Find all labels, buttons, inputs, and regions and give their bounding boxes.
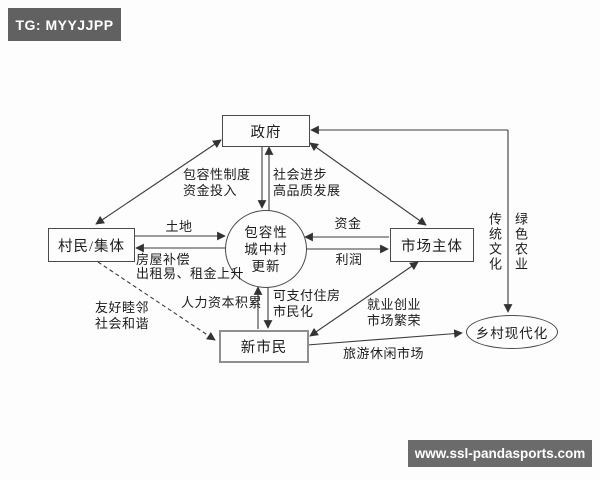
node-market: 市场主体 xyxy=(390,228,474,262)
edge-newcitizens-to-rural-tourism xyxy=(306,329,463,346)
watermark-url-banner: www.ssl-pandasports.com xyxy=(408,440,592,467)
label-housing-compensation: 房屋补偿 xyxy=(136,252,191,267)
label-affordable-housing: 可支付住房 市民化 xyxy=(273,288,341,319)
label-profit: 利润 xyxy=(335,252,363,267)
label-green-agriculture: 绿色农业 xyxy=(513,212,528,272)
edge-villagers-to-newcitizens-dashed xyxy=(97,261,216,341)
label-tourism: 旅游休闲市场 xyxy=(343,346,425,361)
edge-government-market xyxy=(309,142,427,226)
node-villagers: 村民/集体 xyxy=(48,228,135,262)
label-human-capital: 人力资本积累 xyxy=(181,295,263,310)
edge-villagers-government xyxy=(95,139,222,225)
label-traditional-culture: 传统文化 xyxy=(487,212,502,272)
label-funds: 资金 xyxy=(334,216,362,231)
label-easy-rent: 出租易、租金上升 xyxy=(136,266,245,281)
node-center-inclusive-renewal: 包容性 城中村 更新 xyxy=(225,210,307,288)
label-land: 土地 xyxy=(165,219,193,234)
node-rural-modernization: 乡村现代化 xyxy=(466,315,558,349)
node-new-citizens: 新市民 xyxy=(219,330,309,363)
watermark-badge: TG: MYYJJPP xyxy=(8,8,121,41)
node-government: 政府 xyxy=(222,115,310,147)
label-inclusive-system: 包容性制度 资金投入 xyxy=(183,167,251,198)
edge-newcitizens-market xyxy=(309,261,419,337)
label-employment: 就业创业 市场繁荣 xyxy=(367,297,422,328)
label-friendly-neighbors: 友好睦邻 社会和谐 xyxy=(95,300,150,331)
label-social-progress: 社会进步 高品质发展 xyxy=(273,167,341,198)
